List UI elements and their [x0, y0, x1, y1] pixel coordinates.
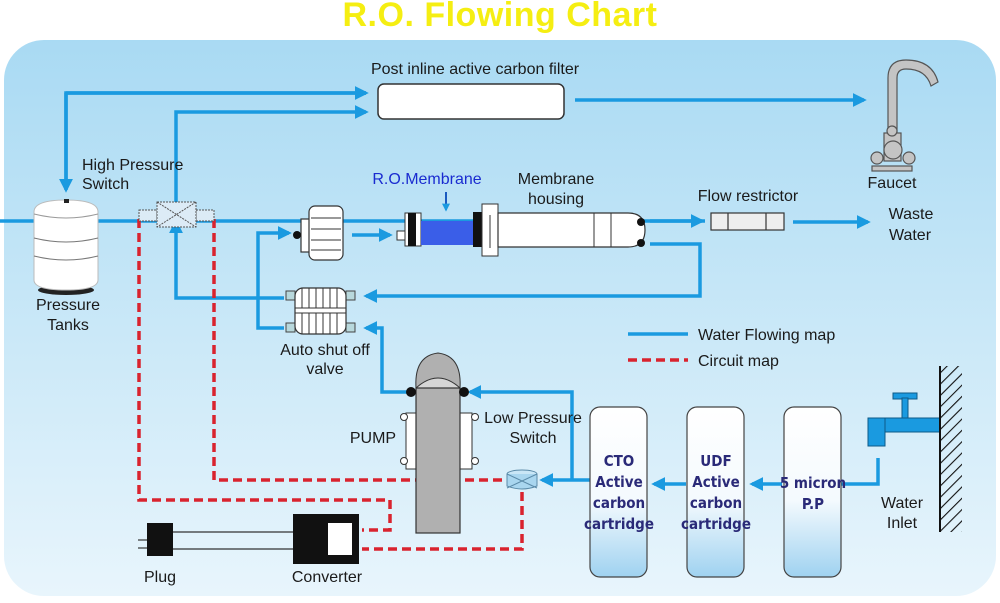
membrane-housing-icon — [396, 203, 646, 257]
faucet-icon — [870, 59, 939, 172]
flow-restrictor-label: Flow restrictor — [698, 188, 799, 205]
legend-circuit-label: Circuit map — [698, 353, 779, 370]
cartridge-cto-line4: cartridge — [584, 515, 654, 533]
post-filter-label: Post inline active carbon filter — [371, 61, 580, 78]
auto-shutoff-label-line1: Auto shut off — [280, 342, 370, 359]
low-pressure-switch-label-line2: Switch — [509, 430, 556, 447]
auto-shutoff-label-line2: valve — [306, 361, 343, 378]
pressure-tanks-label-line1: Pressure — [36, 297, 100, 314]
cartridge-cto-line2: Active — [595, 473, 642, 491]
cartridge-pp-line1: 5 micron — [780, 474, 846, 492]
pressure-tanks-label-line2: Tanks — [47, 317, 89, 334]
high-pressure-switch-icon — [138, 201, 215, 228]
auto-shutoff-valve-icon — [285, 287, 356, 335]
ro-membrane-icon — [421, 221, 473, 245]
cartridge-udf-line3: carbon — [690, 494, 742, 512]
cartridge-udf-line4: cartridge — [681, 515, 751, 533]
membrane-housing-label-line1: Membrane — [518, 171, 595, 188]
low-pressure-switch-label-line1: Low Pressure — [484, 410, 582, 427]
legend: Water Flowing map Circuit map — [698, 327, 835, 370]
water-inlet-label-line2: Inlet — [887, 515, 918, 532]
chart-title: R.O. Flowing Chart — [342, 0, 658, 34]
circuit-lines — [137, 219, 688, 551]
cartridge-pp: 5 micron P.P — [780, 406, 846, 578]
water-inlet-label-line1: Water — [881, 495, 924, 512]
ro-membrane-label: R.O.Membrane — [372, 171, 481, 188]
pump-label: PUMP — [350, 430, 396, 447]
plug-label: Plug — [144, 569, 176, 586]
high-pressure-switch-label-line2: Switch — [82, 176, 129, 193]
background-panel — [4, 40, 996, 596]
cartridge-udf: UDF Active carbon cartridge — [681, 406, 751, 578]
pump-icon — [400, 352, 479, 534]
cartridge-udf-line2: Active — [692, 473, 739, 491]
waste-water-label-line2: Water — [889, 227, 932, 244]
wall-icon — [940, 366, 962, 532]
high-pressure-switch-label-line1: High Pressure — [82, 157, 183, 174]
plug-icon — [138, 523, 173, 556]
faucet-label: Faucet — [868, 175, 917, 192]
converter-label: Converter — [292, 569, 363, 586]
waste-water-label-line1: Waste — [889, 206, 934, 223]
pre-membrane-unit-icon — [293, 205, 344, 261]
membrane-housing-label-line2: housing — [528, 191, 584, 208]
cartridge-pp-line2: P.P — [802, 495, 824, 513]
cartridge-cto-line1: CTO — [604, 452, 635, 470]
converter-icon — [293, 514, 359, 564]
cartridge-cto: CTO Active carbon cartridge — [584, 406, 654, 578]
pressure-tank-icon — [33, 199, 99, 295]
legend-water-label: Water Flowing map — [698, 327, 835, 344]
flow-restrictor-icon — [710, 212, 785, 231]
low-pressure-switch-icon — [506, 469, 538, 490]
post-carbon-filter — [377, 83, 565, 120]
cartridge-cto-line3: carbon — [593, 494, 645, 512]
cartridge-udf-line1: UDF — [700, 452, 731, 470]
water-lines — [0, 86, 880, 491]
